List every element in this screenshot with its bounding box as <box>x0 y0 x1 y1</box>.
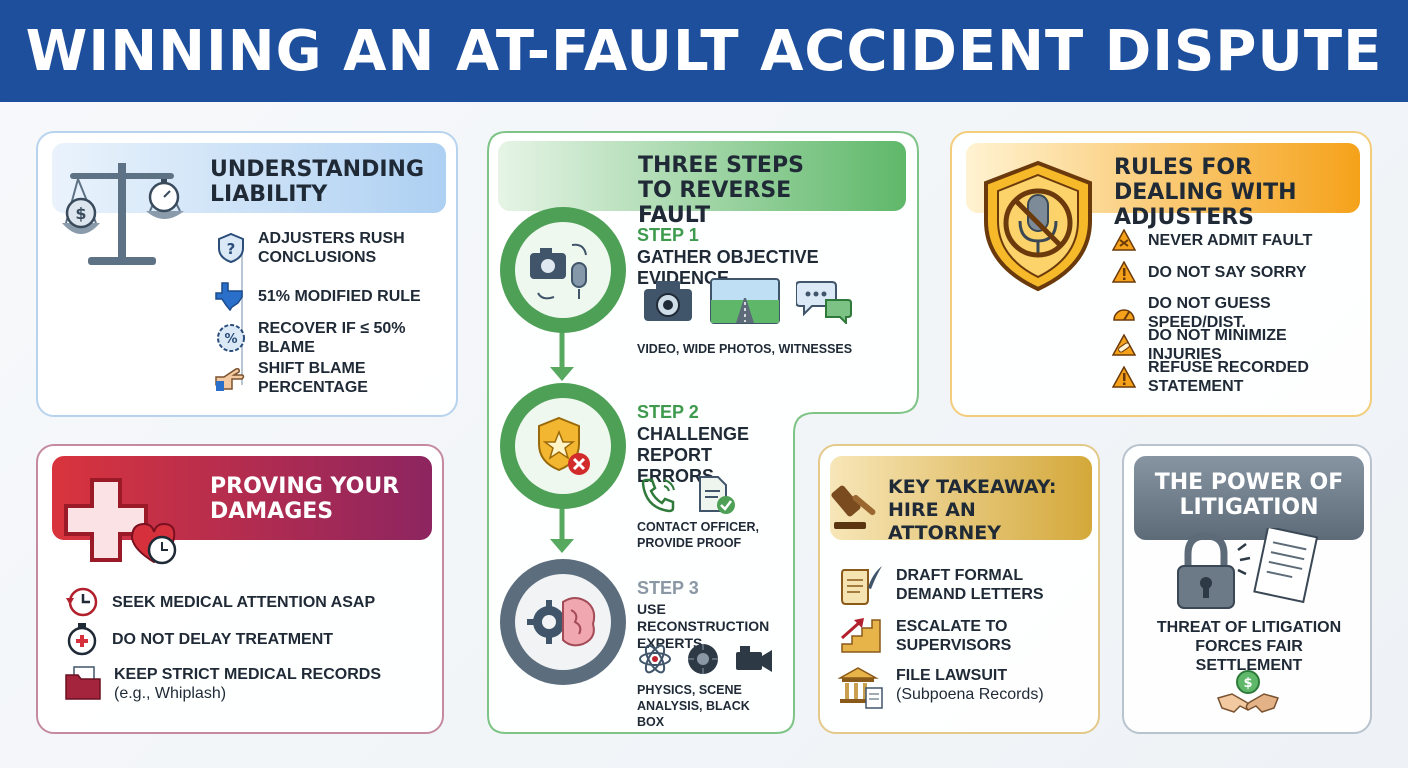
history-clock-icon <box>64 586 100 618</box>
damages-card: PROVING YOUR DAMAGES SEEK MEDICAL ATTENT… <box>36 444 444 734</box>
adjusters-heading: RULES FOR DEALING WITH ADJUSTERS <box>966 143 1360 230</box>
camera-mic-icon <box>530 243 587 300</box>
list-item: DRAFT FORMAL DEMAND LETTERS <box>838 564 1094 606</box>
gear-brain-icon <box>527 597 596 647</box>
stopwatch-medical-icon <box>64 622 100 656</box>
list-item: SEEK MEDICAL ATTENTION ASAP <box>64 586 424 618</box>
step3-label: STEP 3 <box>637 578 699 598</box>
scroll-quill-icon <box>838 564 884 606</box>
list-item: DO NOT SAY SORRY <box>1112 261 1364 283</box>
list-item: KEEP STRICT MEDICAL RECORDS (e.g., Whipl… <box>64 665 424 703</box>
shield-no-mic-icon <box>978 159 1098 293</box>
bandage-icon <box>1112 334 1136 356</box>
list-item: % RECOVER IF ≤ 50% BLAME <box>216 319 456 357</box>
svg-text:$: $ <box>75 204 86 223</box>
step1-label: STEP 1 <box>637 225 699 245</box>
step2-icons <box>640 475 736 515</box>
list-item: FILE LAWSUIT (Subpoena Records) <box>838 666 1094 710</box>
svg-text:$: $ <box>1243 676 1252 691</box>
list-item: 51% MODIFIED RULE <box>214 281 454 311</box>
list-item: DO NOT DELAY TREATMENT <box>64 622 424 656</box>
police-badge-icon <box>538 416 590 475</box>
speedometer-icon <box>1112 302 1136 324</box>
medical-cross-heart-icon <box>62 476 178 566</box>
step2-badge <box>500 383 626 509</box>
step2-caption: CONTACT OFFICER, PROVIDE PROOF <box>637 520 759 550</box>
pointing-hand-icon <box>214 363 246 393</box>
file-lawsuit-label: FILE LAWSUIT <box>896 667 1008 684</box>
step1-badge <box>500 207 626 333</box>
gavel-icon <box>830 482 884 532</box>
attorney-card: KEY TAKEAWAY: HIRE AN ATTORNEY DRAFT FOR… <box>818 444 1100 734</box>
medical-records-label: KEEP STRICT MEDICAL RECORDS <box>114 666 381 683</box>
texas-map-icon <box>214 281 246 311</box>
page-title: WINNING AN AT-FAULT ACCIDENT DISPUTE <box>25 18 1383 84</box>
list-item: NEVER ADMIT FAULT <box>1112 229 1364 251</box>
svg-text:%: % <box>224 332 237 347</box>
dashcam-icon <box>644 281 692 321</box>
step3-badge <box>500 559 626 685</box>
list-item: REFUSE RECORDED STATEMENT <box>1112 358 1370 396</box>
list-item: DO NOT GUESS SPEED/DIST. <box>1112 294 1364 332</box>
steps-card: THREE STEPS TO REVERSE FAULT STEP 1 GATH… <box>486 131 920 735</box>
liability-card: UNDERSTANDING LIABILITY $ ? ADJUSTERS RU… <box>36 131 458 417</box>
whiplash-note: (e.g., Whiplash) <box>114 685 227 702</box>
adjusters-card: RULES FOR DEALING WITH ADJUSTERS NEVER A… <box>950 131 1372 417</box>
step2-label: STEP 2 <box>637 402 699 422</box>
road-photo-icon <box>710 278 780 324</box>
list-item: SHIFT BLAME PERCENTAGE <box>214 359 454 397</box>
step1-icons <box>642 277 852 325</box>
list-item: ESCALATE TO SUPERVISORS <box>838 616 1094 656</box>
attorney-heading: KEY TAKEAWAY: HIRE AN ATTORNEY <box>830 456 1092 544</box>
medical-folder-icon <box>64 665 102 701</box>
step3-caption: PHYSICS, SCENE ANALYSIS, BLACK BOX <box>637 683 750 729</box>
chat-bubbles-icon <box>796 281 852 324</box>
lock-document-icon <box>1168 528 1328 612</box>
subpoena-note: (Subpoena Records) <box>896 686 1044 703</box>
warning-fault-icon <box>1112 229 1136 251</box>
list-item: DO NOT MINIMIZE INJURIES <box>1112 326 1364 364</box>
litigation-heading: THE POWER OF LITIGATION <box>1134 456 1364 540</box>
tire-icon <box>688 644 718 674</box>
litigation-caption: THREAT OF LITIGATION FORCES FAIR SETTLEM… <box>1156 619 1342 674</box>
black-box-icon <box>736 646 772 672</box>
stairs-up-icon <box>838 616 884 656</box>
courthouse-icon <box>838 666 884 710</box>
warning-icon <box>1112 261 1136 283</box>
document-check-icon <box>699 476 735 514</box>
atom-icon <box>639 644 671 674</box>
list-item: ? ADJUSTERS RUSH CONCLUSIONS <box>216 229 456 267</box>
warning-icon <box>1112 366 1136 388</box>
litigation-card: THE POWER OF LITIGATION THREAT OF LITIGA… <box>1122 444 1372 734</box>
phone-call-icon <box>641 478 675 513</box>
percent-badge-icon: % <box>216 323 246 353</box>
step2-title: CHALLENGE REPORT ERRORS <box>637 424 749 486</box>
scale-icon: $ <box>60 153 190 271</box>
title-banner: WINNING AN AT-FAULT ACCIDENT DISPUTE <box>0 0 1408 102</box>
step1-caption: VIDEO, WIDE PHOTOS, WITNESSES <box>637 342 853 356</box>
liability-connector <box>241 245 243 385</box>
steps-heading: THREE STEPS TO REVERSE FAULT <box>498 141 906 228</box>
svg-text:?: ? <box>227 240 236 258</box>
step3-icons <box>638 641 774 677</box>
handshake-money-icon: $ <box>1216 668 1280 718</box>
shield-question-icon: ? <box>216 232 246 264</box>
